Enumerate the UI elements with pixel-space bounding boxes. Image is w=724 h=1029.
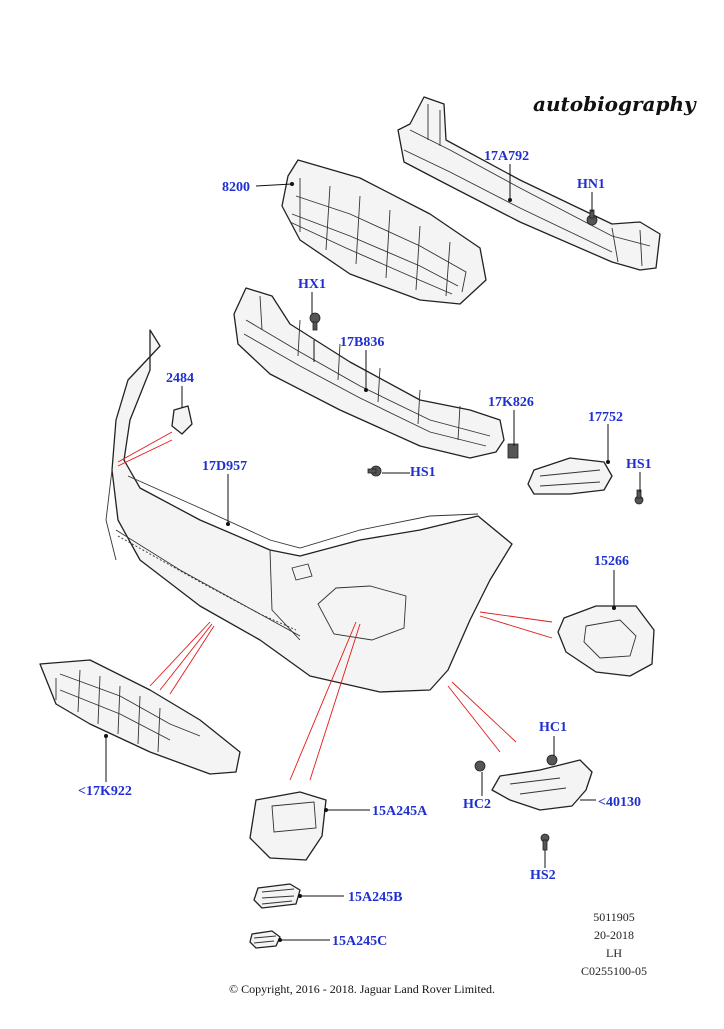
label-hs1-center[interactable]: HS1 (410, 465, 436, 480)
tow-eye-cover (171, 405, 193, 435)
diagram-code: 5011905 (593, 910, 635, 924)
fastener-hs1-right (634, 489, 644, 505)
copyright-footer: © Copyright, 2016 - 2018. Jaguar Land Ro… (228, 982, 496, 996)
side-bracket (491, 759, 593, 811)
diagram-reference: C0255100-05 (581, 964, 647, 978)
brand-wordmark: autobiography (533, 92, 696, 116)
label-17d957[interactable]: 17D957 (202, 459, 248, 474)
label-hs1-right[interactable]: HS1 (626, 457, 652, 472)
label-hc2[interactable]: HC2 (463, 797, 491, 812)
fastener-hs1-center (367, 465, 382, 477)
label-15a245a[interactable]: 15A245A (372, 804, 428, 819)
fog-lamp-bezel (249, 791, 327, 861)
grille-carrier (233, 287, 505, 459)
grille-insert-c (249, 930, 281, 949)
callout-lines (117, 431, 553, 781)
fastener-hc2 (474, 760, 486, 772)
label-17k922[interactable]: <17K922 (78, 784, 132, 799)
grille-insert-b (253, 883, 301, 909)
label-hc1[interactable]: HC1 (539, 720, 567, 735)
label-hs2[interactable]: HS2 (530, 868, 556, 883)
upper-grille (281, 159, 487, 305)
label-40130[interactable]: <40130 (598, 795, 641, 810)
fog-lamp-surround (557, 605, 655, 677)
fastener-hn1 (586, 209, 598, 226)
fastener-hc1 (546, 754, 558, 766)
label-hn1[interactable]: HN1 (577, 177, 605, 192)
lower-grille (39, 659, 241, 775)
label-2484[interactable]: 2484 (166, 371, 194, 386)
lower-mesh-strip (117, 535, 297, 631)
label-15a245c[interactable]: 15A245C (332, 934, 388, 949)
trim-bracket (527, 457, 613, 495)
fastener-17k826 (507, 443, 519, 459)
label-hx1[interactable]: HX1 (298, 277, 326, 292)
label-15a245b[interactable]: 15A245B (348, 890, 403, 905)
label-8200[interactable]: 8200 (222, 180, 250, 195)
reinforcement-beam (397, 96, 661, 271)
label-15266[interactable]: 15266 (594, 554, 629, 569)
bumper-cover (105, 329, 513, 693)
fastener-hs2 (540, 833, 550, 851)
label-17b836[interactable]: 17B836 (340, 335, 385, 350)
diagram-date: 20-2018 (594, 928, 634, 942)
label-17k826[interactable]: 17K826 (488, 395, 534, 410)
leader-lines (104, 164, 641, 942)
label-17a792[interactable]: 17A792 (484, 149, 530, 164)
diagram-side: LH (606, 946, 622, 960)
label-17752[interactable]: 17752 (588, 410, 623, 425)
fastener-hx1 (309, 312, 321, 331)
